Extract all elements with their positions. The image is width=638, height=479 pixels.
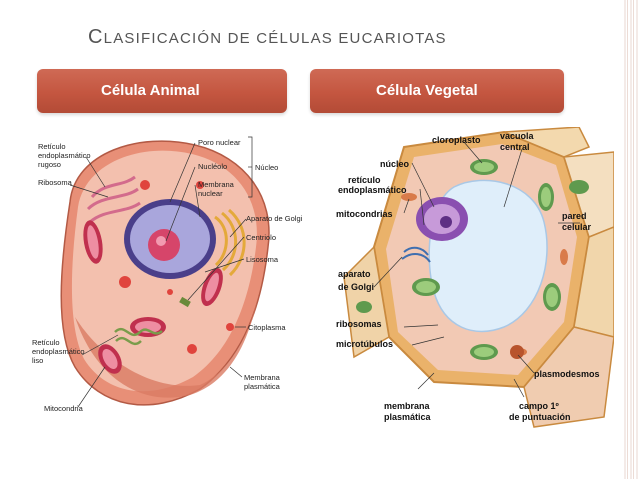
plant-leader-lines [373,141,580,398]
label-golgi-1: aparato [338,269,371,279]
label-poro-nuclear: Poro nuclear [198,138,241,147]
plant-cell-illustration [343,127,614,428]
label-reticulo-rugoso-3: rugoso [38,160,61,169]
label-aparato-golgi: Aparato de Golgi [246,214,303,223]
label-golgi-2: de Golgi [338,282,374,292]
label-ribosoma: Ribosoma [38,178,73,187]
smooth-er [114,327,163,346]
plant-cell-header-label: Célula Vegetal [376,82,478,99]
label-membrana-plasmatica-1: Membrana [244,373,281,382]
label-ribosomas: ribosomas [336,319,382,329]
mitochondria [83,220,223,374]
label-pared-1: pared [562,211,587,221]
label-campo-1: campo 1º [519,401,560,411]
label-membrana-2: plasmática [384,412,432,422]
chloroplasts [356,159,589,360]
centriole [179,296,191,308]
plant-cell-header: Célula Vegetal [310,69,564,113]
rough-er [86,175,141,224]
label-nucleo: Núcleo [255,163,278,172]
label-centriolo: Centriolo [246,233,276,242]
golgi [214,208,246,277]
label-membrana-1: membrana [384,401,431,411]
label-citoplasma: Citoplasma [248,323,286,332]
animal-cell-header: Célula Animal [37,69,287,113]
label-microtubulos: microtúbulos [336,339,393,349]
nucleus-shape [124,199,216,279]
label-plasmodesmos: plasmodesmos [534,369,600,379]
label-reticulo-rugoso-2: endoplasmático [38,151,91,160]
label-reticulo-liso-3: liso [32,356,43,365]
label-nucleo-vegetal: núcleo [380,159,410,169]
animal-cell-illustration [60,140,270,406]
plasmodesma [510,345,524,359]
decorative-border [624,0,638,479]
label-nucleolo: Nucléolo [198,162,227,171]
animal-leader-lines [69,136,253,408]
label-cloroplasto: cloroplasto [432,135,481,145]
label-membrana-nuclear-1: Membrana [198,180,235,189]
lysosomes [119,180,234,354]
label-reticulo-liso-1: Retículo [32,338,60,347]
label-vacuola-1: vacuola [500,131,535,141]
plant-golgi [401,246,431,263]
label-reticulo-1: retículo [348,175,381,185]
label-mitocondria: Mitocondria [44,404,84,413]
label-membrana-nuclear-2: nuclear [198,189,223,198]
label-pared-2: celular [562,222,592,232]
label-mitocondrias: mitocondrias [336,209,393,219]
slide-title: Clasificación de células eucariotas [88,26,447,48]
animal-cell-header-label: Célula Animal [101,82,200,99]
label-reticulo-liso-2: endoplasmático [32,347,85,356]
plant-nucleus [416,197,468,241]
label-vacuola-2: central [500,142,530,152]
label-membrana-plasmatica-2: plasmática [244,382,281,391]
label-reticulo-rugoso-1: Retículo [38,142,66,151]
label-campo-2: de puntuación [509,412,571,422]
label-reticulo-2: endoplasmático [338,185,407,195]
label-lisosoma: Lisosoma [246,255,279,264]
